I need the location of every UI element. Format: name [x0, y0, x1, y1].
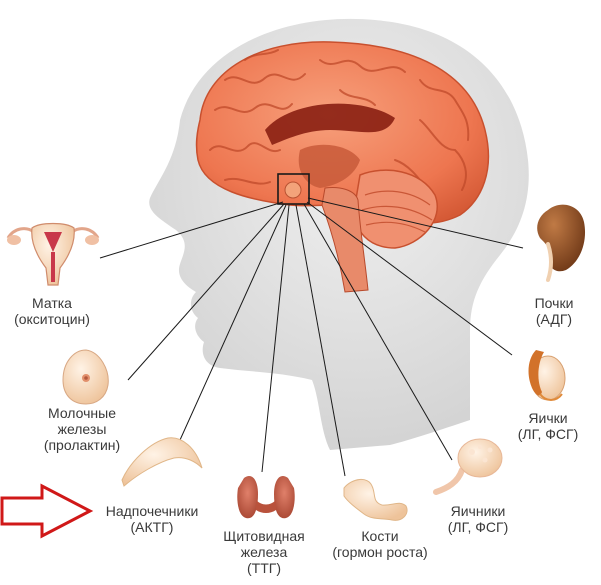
label-ovaries-line2: (ЛГ, ФСГ): [447, 519, 509, 535]
label-kidneys-line1: Почки: [534, 295, 574, 311]
label-uterus: Матка (окситоцин): [0, 295, 104, 327]
arrow-right-icon: [0, 483, 94, 539]
label-breast-line2: железы: [57, 421, 107, 437]
label-bones-line1: Кости: [361, 528, 399, 544]
brain-icon: [195, 41, 490, 293]
label-breast-line3: (пролактин): [43, 437, 121, 453]
label-adrenal-line2: (АКТГ): [130, 519, 174, 535]
label-testes: Яички (ЛГ, ФСГ): [500, 410, 596, 442]
label-bones: Кости (гормон роста): [318, 528, 442, 560]
label-thyroid: Щитовидная железа (ТТГ): [212, 528, 316, 576]
connector-lines: [99, 197, 524, 477]
ovary-icon: [433, 438, 503, 495]
label-kidneys-line2: (АДГ): [535, 311, 573, 327]
label-thyroid-line2: железа: [240, 544, 288, 560]
label-adrenal: Надпочечники (АКТГ): [94, 503, 210, 535]
label-adrenal-line1: Надпочечники: [105, 503, 199, 519]
testis-icon: [528, 350, 566, 401]
adrenal-gland-icon: [121, 437, 203, 487]
label-testes-line1: Яички: [528, 410, 568, 426]
label-breast: Молочные железы (пролактин): [30, 405, 134, 453]
label-thyroid-line3: (ТТГ): [246, 560, 281, 576]
label-thyroid-line1: Щитовидная: [223, 528, 305, 544]
kidney-icon: [537, 204, 586, 282]
pituitary-gland-icon: [277, 173, 310, 205]
label-ovaries-line1: Яичники: [450, 503, 506, 519]
label-uterus-line2: (окситоцин): [14, 311, 90, 327]
mammary-gland-icon: [62, 349, 109, 405]
label-bones-line2: (гормон роста): [332, 544, 428, 560]
label-testes-line2: (ЛГ, ФСГ): [517, 426, 579, 442]
uterus-icon: [6, 222, 100, 286]
label-ovaries: Яичники (ЛГ, ФСГ): [428, 503, 528, 535]
label-breast-line1: Молочные: [48, 405, 116, 421]
label-kidneys: Почки (АДГ): [512, 295, 596, 327]
bone-icon: [343, 479, 408, 521]
label-uterus-line1: Матка: [32, 295, 72, 311]
thyroid-gland-icon: [237, 475, 295, 519]
